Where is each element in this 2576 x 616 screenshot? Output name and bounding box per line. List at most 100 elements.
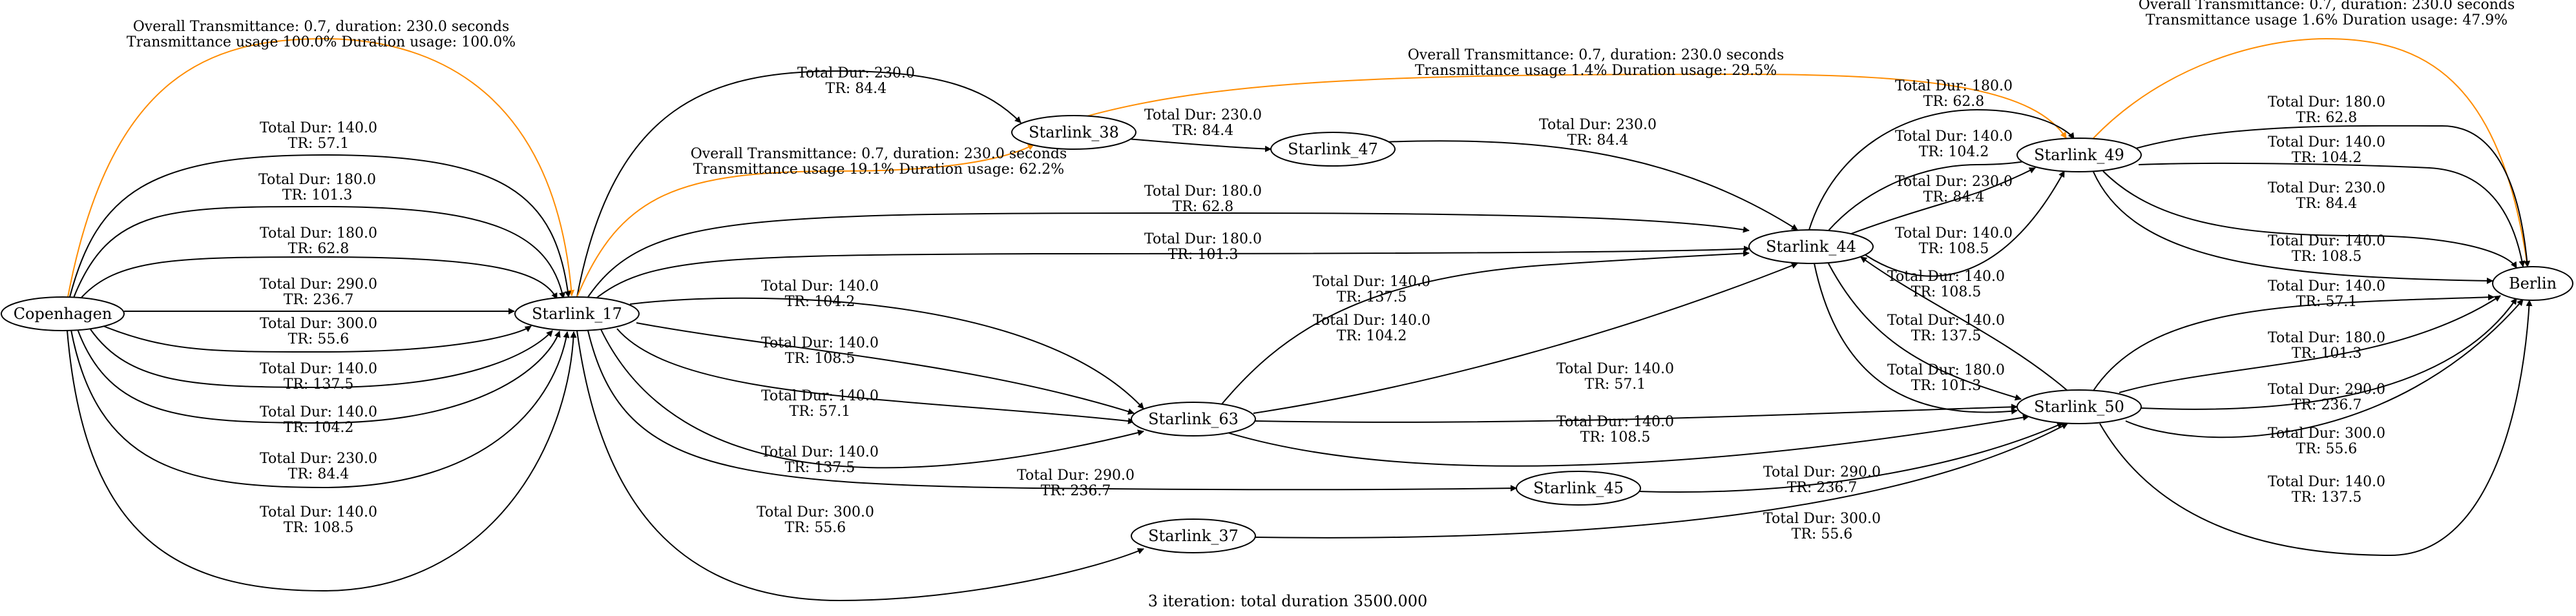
node-label: Starlink_37 [1148, 527, 1239, 545]
edge-label-line: TR: 84.4 [1567, 132, 1629, 149]
edge-Starlink_49-to-Berlin [2093, 171, 2493, 284]
node-starlink-50[interactable]: Starlink_50 [2016, 389, 2142, 424]
edge-label-line: TR: 236.7 [2292, 397, 2362, 413]
edge-Copenhagen-to-Starlink_17 [70, 329, 570, 489]
edge-Starlink_49-to-Berlin-route [2093, 37, 2530, 267]
edge-label-line: TR: 84.4 [1923, 189, 1985, 205]
edge-Starlink_17-to-Starlink_38 [576, 70, 1021, 298]
edge-label-line: Total Dur: 140.0 [1887, 313, 2005, 329]
edge-label-line: TR: 108.5 [2292, 249, 2362, 265]
edge-label-line: Total Dur: 300.0 [1763, 511, 1881, 527]
edge-Starlink_17-to-Starlink_45 [587, 330, 1517, 492]
edge-label-line: Total Dur: 230.0 [797, 65, 915, 81]
edge-Starlink_49-to-Berlin [2138, 162, 2526, 267]
edge-label-line: Total Dur: 180.0 [1887, 362, 2005, 378]
node-ellipse [1131, 518, 1256, 553]
nodes-layer: Copenhagen Starlink_17 Starlink_38Starlink… [1, 115, 2573, 553]
edge-Starlink_63-to-Starlink_44 [1253, 262, 1798, 414]
edge-Copenhagen-to-Starlink_17 [103, 325, 532, 353]
edge-Starlink_17-to-Starlink_38-route [576, 144, 1034, 298]
edge-label-line: TR: 104.2 [1919, 144, 1989, 160]
node-starlink-17[interactable]: Starlink_17 [514, 296, 640, 331]
node-label: Berlin [2509, 274, 2557, 293]
edge-label-line: Total Dur: 140.0 [260, 120, 377, 136]
edge-label-line: TR: 101.3 [282, 187, 353, 203]
edge-label-line: TR: 84.4 [1173, 123, 1234, 139]
node-starlink-45[interactable]: Starlink_45 [1516, 471, 1641, 506]
edge-Starlink_50-to-Berlin [2141, 298, 2517, 410]
edge-Starlink_38-to-Starlink_49-route [1086, 73, 2067, 139]
edge-label: Overall Transmittance: 0.7, duration: 23… [1408, 47, 1785, 79]
node-label: Starlink_38 [1029, 123, 1119, 141]
edge-label-line: TR: 137.5 [2292, 489, 2362, 506]
node-starlink-49[interactable]: Starlink_49 [2016, 138, 2142, 172]
edge-label-line: Total Dur: 180.0 [260, 225, 377, 241]
node-berlin[interactable]: Berlin [2492, 266, 2573, 301]
edge-Starlink_50-to-Berlin [2099, 300, 2533, 557]
node-starlink-37[interactable]: Starlink_37 [1131, 518, 1256, 553]
edge-label-line: TR: 108.5 [284, 520, 354, 536]
edge-label-line: Total Dur: 300.0 [2268, 426, 2385, 442]
edge-Starlink_63-to-Starlink_50 [1227, 414, 2029, 467]
graph-caption: 3 iteration: total duration 3500.000 [1148, 592, 1427, 610]
edge-Starlink_17-to-Starlink_63 [636, 322, 1135, 415]
node-starlink-38[interactable]: Starlink_38 [1011, 115, 1136, 150]
edge-label-line: TR: 57.1 [1585, 376, 1646, 393]
edge-Copenhagen-to-Starlink_17 [73, 205, 565, 299]
edge-label-line: TR: 108.5 [1919, 241, 1989, 257]
edge-label-line: Total Dur: 290.0 [1763, 464, 1881, 480]
edge-label-line: TR: 57.1 [288, 136, 350, 152]
node-starlink-47[interactable]: Starlink_47 [1270, 132, 1396, 167]
edge-label-line: Total Dur: 140.0 [1313, 274, 1430, 290]
node-ellipse [514, 296, 640, 331]
edge-label-line: TR: 84.4 [2296, 196, 2358, 212]
node-ellipse [1748, 229, 1874, 264]
node-starlink-44[interactable]: Starlink_44 [1748, 229, 1874, 264]
edge-label-line: TR: 55.6 [785, 520, 846, 536]
edge-label-line: TR: 57.1 [790, 404, 851, 420]
edge-label-line: TR: 104.2 [284, 420, 354, 436]
edge-label-line: Total Dur: 140.0 [1556, 361, 1674, 377]
node-copenhagen[interactable]: Copenhagen [1, 296, 125, 331]
node-ellipse [2016, 138, 2142, 172]
edge-label-line: Total Dur: 140.0 [2268, 134, 2385, 150]
edge-Copenhagen-to-Starlink_17 [79, 256, 558, 300]
edge-label-line: Total Dur: 140.0 [2268, 474, 2385, 490]
node-label: Starlink_50 [2034, 398, 2124, 416]
node-starlink-63[interactable]: Starlink_63 [1131, 402, 1256, 436]
edge-Starlink_17-to-Starlink_44 [594, 245, 1750, 300]
node-ellipse [1516, 471, 1641, 506]
edge-label-line: Total Dur: 140.0 [1313, 313, 1430, 329]
edge-label-line: Total Dur: 140.0 [761, 388, 879, 404]
node-label: Starlink_49 [2034, 146, 2124, 164]
edge-label-line: TR: 101.3 [1168, 247, 1239, 263]
edge-label-line: Transmittance usage 1.4% Duration usage:… [1415, 63, 1777, 79]
edge-label-line: Total Dur: 290.0 [1017, 467, 1135, 484]
edge-label-line: Total Dur: 230.0 [1144, 107, 1262, 123]
edge-label-line: Total Dur: 180.0 [1144, 231, 1262, 247]
edge-Copenhagen-to-Starlink_17 [90, 329, 553, 389]
edge-Starlink_45-to-Starlink_50 [1639, 422, 2064, 493]
edge-Starlink_44-to-Starlink_49 [1808, 108, 2075, 231]
